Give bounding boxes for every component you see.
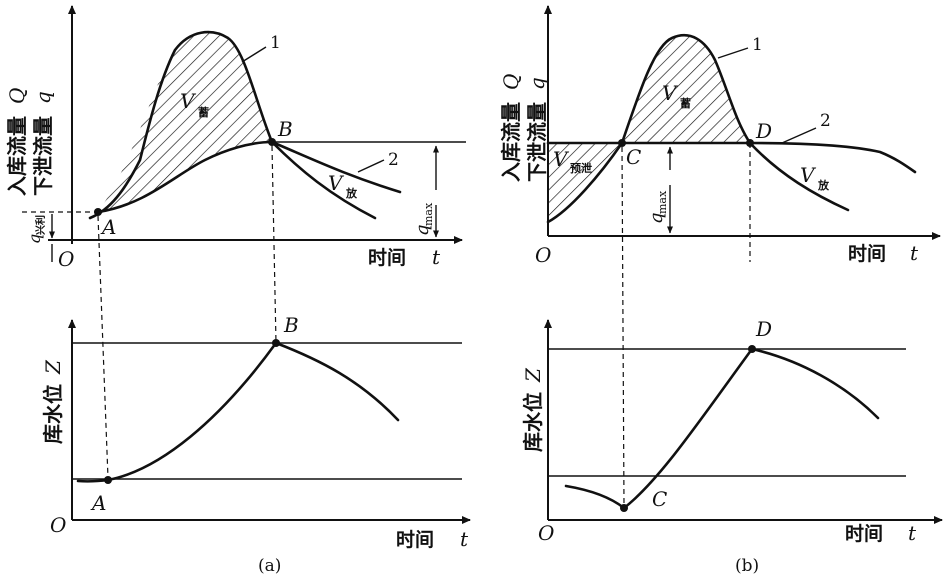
svg-text:q: q: [646, 212, 667, 224]
panel-b: O 时间 t 入库流量 Q 下泄流量 q q max 1 2 V 蓄 V 预泄 …: [499, 5, 943, 576]
store-volume-area-a: [98, 32, 272, 212]
qmax-label-a: q max: [412, 202, 435, 236]
panel-b-bottom-chart: O 时间 t 库水位 Z C D: [521, 317, 943, 545]
v-store-label-a: V: [180, 89, 197, 113]
v-store-sub-b: 蓄: [680, 96, 691, 110]
point-b-label-top: B: [277, 117, 293, 141]
origin-label-b-bottom: O: [538, 521, 554, 545]
x-axis-sym-b-top: t: [910, 241, 919, 265]
svg-text:Z: Z: [41, 359, 65, 375]
point-b-label-bottom: B: [283, 313, 299, 337]
outflow-curve-2-a: [96, 140, 402, 214]
panel-a-top-chart: O 时间 t 入库流量 Q 下泄流量 q q 兴利 q max 1 2 V 蓄 …: [5, 5, 466, 271]
x-axis-sym-a-top: t: [432, 245, 441, 269]
x-axis-sym-b-bottom: t: [908, 521, 917, 545]
inflow-curve-1-b: [546, 33, 850, 224]
y-axis-label-b-bottom: 库水位 Z: [521, 367, 545, 452]
point-d-label-top: D: [755, 119, 772, 143]
point-a-top: [94, 208, 102, 216]
point-d-bottom: [748, 345, 756, 353]
v-store-sub-a: 蓄: [198, 105, 209, 119]
leader-2-b: [781, 127, 817, 144]
v-release-sub-a: 放: [345, 186, 358, 200]
x-axis-label-a-top: 时间: [368, 247, 406, 269]
svg-text:兴利: 兴利: [34, 215, 47, 235]
svg-text:库水位: 库水位: [41, 384, 65, 444]
guide-a-dashed: [97, 215, 109, 479]
point-d-top: [746, 139, 754, 147]
outflow-curve-2-b: [546, 141, 917, 174]
qmax-label-b: q max: [646, 190, 669, 224]
v-store-label-b: V: [662, 81, 679, 105]
x-axis-sym-a-bottom: t: [460, 527, 469, 551]
leader-1-b: [717, 47, 749, 59]
caption-b: (b): [735, 556, 759, 576]
point-c-label-bottom: C: [652, 487, 667, 511]
inflow-curve-1-a: [88, 30, 377, 220]
leader-2-a: [357, 159, 385, 173]
y-axis-label-b-top: 入库流量 Q 下泄流量 q: [499, 74, 549, 182]
svg-text:max: max: [422, 202, 435, 226]
panel-a-bottom-chart: O 时间 t 库水位 Z A B: [41, 313, 471, 551]
svg-text:入库流量: 入库流量: [5, 116, 29, 196]
water-level-curve-a: [76, 341, 400, 483]
svg-text:Z: Z: [521, 367, 545, 383]
v-release-label-a: V: [328, 171, 345, 195]
svg-text:max: max: [656, 190, 669, 214]
caption-a: (a): [258, 556, 281, 576]
leader-1-a: [241, 46, 267, 63]
point-a-label-bottom: A: [90, 491, 106, 515]
v-pre-label-b: V: [553, 147, 570, 171]
x-axis-label-b-top: 时间: [848, 243, 886, 265]
point-b-bottom: [272, 339, 280, 347]
guide-b-dashed: [271, 145, 277, 344]
svg-text:q: q: [412, 224, 433, 236]
x-axis-label-b-bottom: 时间: [845, 523, 883, 545]
point-c-bottom: [620, 504, 628, 512]
svg-text:下泄流量: 下泄流量: [525, 102, 549, 182]
curve-2-label-b: 2: [820, 111, 831, 131]
curve-1-label-a: 1: [270, 33, 281, 53]
y-axis-label-a-top: 入库流量 Q 下泄流量 q: [5, 88, 55, 196]
y-axis-label-a-bottom: 库水位 Z: [41, 359, 65, 444]
svg-text:入库流量: 入库流量: [499, 102, 523, 182]
point-a-label-top: A: [100, 215, 116, 239]
water-level-curve-b: [564, 347, 880, 510]
store-volume-area-b: [622, 35, 750, 143]
pre-release-area-b: [548, 143, 622, 220]
point-c-top: [618, 139, 626, 147]
q-allow-label-a: q 兴利: [25, 215, 47, 244]
point-a-bottom: [104, 476, 112, 484]
point-d-label-bottom: D: [755, 317, 772, 341]
origin-label-a-bottom: O: [50, 513, 66, 537]
origin-label-b-top: O: [535, 243, 551, 267]
v-pre-sub-b: 预泄: [570, 161, 592, 175]
v-release-label-b: V: [800, 163, 817, 187]
curve-1-label-b: 1: [752, 35, 763, 55]
panel-b-top-chart: O 时间 t 入库流量 Q 下泄流量 q q max 1 2 V 蓄 V 预泄 …: [499, 5, 941, 267]
svg-text:库水位: 库水位: [521, 392, 545, 452]
curve-2-label-a: 2: [388, 150, 399, 170]
svg-text:下泄流量: 下泄流量: [31, 116, 55, 196]
x-axis-label-a-bottom: 时间: [396, 529, 434, 551]
panel-a: O 时间 t 入库流量 Q 下泄流量 q q 兴利 q max 1 2 V 蓄 …: [5, 5, 471, 576]
point-b-top: [268, 138, 276, 146]
svg-text:Q: Q: [499, 74, 523, 90]
guide-c-dashed: [621, 146, 625, 507]
point-c-label-top: C: [626, 145, 641, 169]
svg-text:q: q: [25, 234, 44, 244]
svg-text:q: q: [525, 77, 549, 90]
svg-text:q: q: [31, 91, 55, 104]
v-release-sub-b: 放: [817, 178, 830, 192]
svg-text:Q: Q: [5, 88, 29, 104]
origin-label-a-top: O: [58, 247, 74, 271]
